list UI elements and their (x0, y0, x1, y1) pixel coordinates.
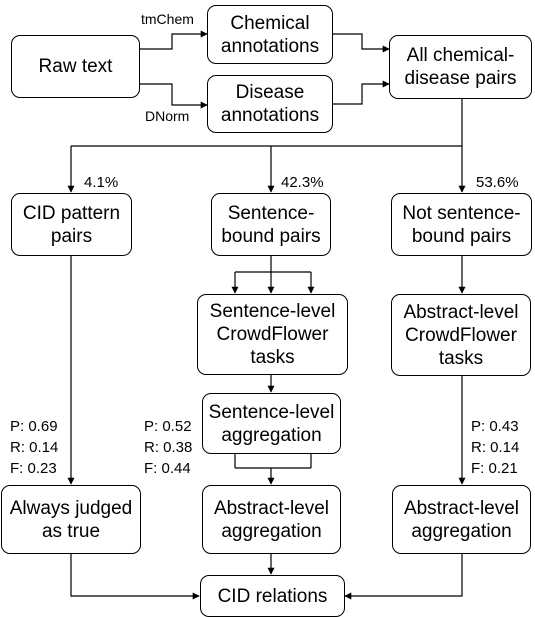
abstract-agg-mid-line-2: aggregation (221, 520, 322, 542)
arrow-chemical-to-pairs (333, 33, 390, 53)
always-line-1: Always judged (9, 497, 133, 519)
not-sentence-bound-line-2: bound pairs (411, 225, 512, 247)
abstract-crowdflower-box: Abstract-level CrowdFlower tasks (391, 294, 531, 376)
not-sentence-metrics: P: 0.43 R: 0.14 F: 0.21 (471, 416, 519, 479)
chemical-line-1: Chemical (230, 12, 310, 34)
all-pairs-line-2: disease pairs (404, 68, 517, 89)
chemical-annotations-box: Chemical annotations (207, 5, 333, 64)
sentence-crowd-line-2: CrowdFlower (216, 324, 329, 345)
not-sentence-fscore: F: 0.21 (471, 460, 518, 477)
disease-line-1: Disease (235, 82, 305, 103)
sentence-bound-line-1: Sentence- (227, 202, 315, 224)
always-line-2: as true (41, 520, 101, 542)
sentence-crowdflower-box: Sentence-level CrowdFlower tasks (197, 294, 348, 375)
sentence-recall: R: 0.38 (144, 439, 193, 456)
all-pairs-line-1: All chemical- (406, 45, 515, 66)
cid-recall: R: 0.14 (10, 439, 59, 456)
sentence-crowd-line-3: tasks (250, 347, 295, 368)
abstract-agg-right-line-1: Abstract-level (403, 497, 520, 519)
cid-percentage: 4.1% (84, 174, 119, 191)
not-sentence-precision: P: 0.43 (471, 418, 519, 435)
arrow-raw-to-chemical (140, 30, 208, 50)
abstract-crowd-line-1: Abstract-level (403, 301, 519, 323)
dnorm-label: DNorm (145, 108, 190, 124)
cid-pattern-metrics: P: 0.69 R: 0.14 F: 0.23 (10, 416, 58, 479)
abstract-crowd-line-2: CrowdFlower (405, 324, 517, 346)
sentence-fscore: F: 0.44 (144, 460, 191, 477)
tmchem-label: tmChem (141, 11, 194, 27)
abstract-crowd-line-3: tasks (438, 347, 484, 369)
sentence-metrics: P: 0.52 R: 0.38 F: 0.44 (144, 416, 192, 479)
sentence-agg-line-1: Sentence-level (208, 401, 335, 423)
cid-pattern-line-2: pairs (50, 225, 93, 247)
abstract-aggregation-right-box: Abstract-level aggregation (392, 485, 531, 554)
arrow-raw-to-disease (140, 83, 208, 109)
sentence-percentage: 42.3% (281, 174, 324, 191)
sentence-agg-line-2: aggregation (221, 424, 322, 446)
cid-fscore: F: 0.23 (10, 460, 57, 477)
cid-relations-box: CID relations (200, 575, 345, 617)
not-sentence-bound-pairs-box: Not sentence- bound pairs (391, 193, 532, 256)
abstract-aggregation-middle-box: Abstract-level aggregation (202, 485, 341, 554)
sentence-bound-pairs-box: Sentence- bound pairs (211, 193, 331, 256)
sentence-aggregation-box: Sentence-level aggregation (202, 393, 341, 454)
not-sentence-recall: R: 0.14 (471, 439, 520, 456)
sentence-bound-line-2: bound pairs (221, 225, 321, 247)
not-sentence-bound-line-1: Not sentence- (402, 202, 521, 224)
sentence-precision: P: 0.52 (144, 418, 192, 435)
cid-pattern-line-1: CID pattern (22, 202, 121, 224)
disease-line-2: annotations (220, 105, 320, 126)
arrow-abstract-right-to-cid-relations (344, 554, 463, 600)
chemical-line-2: annotations (220, 35, 320, 57)
raw-text-label: Raw text (38, 56, 113, 77)
abstract-agg-right-line-2: aggregation (411, 520, 512, 542)
not-sentence-percentage: 53.6% (476, 174, 519, 191)
cid-relations-label: CID relations (217, 585, 328, 607)
abstract-agg-mid-line-1: Abstract-level (213, 497, 330, 519)
raw-text-box: Raw text (11, 35, 140, 98)
always-judged-true-box: Always judged as true (1, 485, 141, 554)
arrow-disease-to-pairs (333, 80, 390, 105)
sentence-crowd-line-1: Sentence-level (209, 301, 336, 322)
arrow-always-to-cid-relations (70, 554, 200, 600)
cid-pattern-pairs-box: CID pattern pairs (11, 193, 132, 256)
disease-annotations-box: Disease annotations (207, 75, 333, 133)
all-pairs-box: All chemical- disease pairs (389, 35, 532, 99)
cid-precision: P: 0.69 (10, 418, 58, 435)
